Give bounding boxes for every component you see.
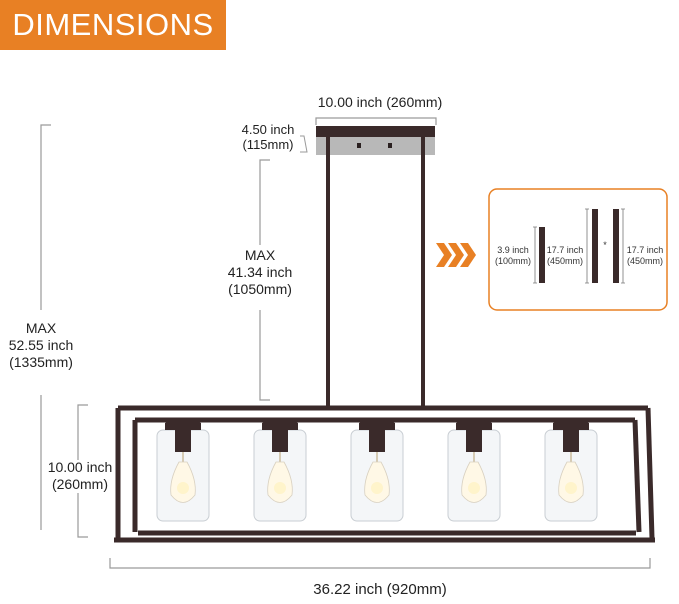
lamp [544,419,598,522]
inset-rod-2-inch: 17.7 inch [546,245,584,255]
canopy-height-label: 4.50 inch (115mm) [228,122,308,152]
total-height-dimension-line [40,124,51,530]
frame-height-label: 10.00 inch (260mm) [42,459,118,493]
lamp [156,419,210,522]
rod-length-max: MAX [244,247,276,263]
inset-rod-1-inch: 3.9 inch [497,245,529,255]
banner-title: DIMENSIONS [12,7,214,42]
rod-inset-box [488,188,668,311]
inset-rod-3-mm: (450mm) [626,256,663,266]
rod-length-inch: 41.34 inch [227,264,293,280]
frame-width-label: 36.22 inch (920mm) [313,581,447,598]
canopy-height-mm: (115mm) [242,137,294,152]
inset-rod-3-label: 17.7 inch (450mm) [625,245,665,267]
inset-rod-1-mm: (100mm) [494,256,531,266]
rod-length-line [259,159,270,401]
lamp [447,419,501,522]
canopy-width-line [315,117,437,125]
frame-height-inch: 10.00 inch [47,459,113,475]
rod-right [421,137,425,409]
inset-rods [533,208,625,284]
inset-rod-3-inch: 17.7 inch [626,245,664,255]
canopy-height-inch: 4.50 inch [241,122,295,137]
canopy [316,126,435,155]
lamp [350,419,404,522]
total-height-max: MAX [25,320,57,336]
rod-length-label: MAX 41.34 inch (1050mm) [215,247,305,298]
total-height-mm: (1335mm) [9,354,73,370]
total-height-inch: 52.55 inch [8,337,74,353]
lamp [253,419,307,522]
inset-rod-2-mm: (450mm) [546,256,583,266]
inset-separator: * [603,240,607,250]
frame-width-line [109,558,651,569]
dimensions-banner: DIMENSIONS [0,0,226,50]
frame-height-line [77,404,88,538]
canopy-width-label: 10.00 inch (260mm) [317,94,443,110]
inset-rod-2-label: 17.7 inch (450mm) [545,245,585,267]
rod-left [326,137,330,409]
lamps [156,419,598,522]
rod-length-mm: (1050mm) [228,281,292,297]
inset-rod-1-label: 3.9 inch (100mm) [494,245,532,267]
total-height-label: MAX 52.55 inch (1335mm) [2,320,80,371]
frame-height-mm: (260mm) [51,476,108,492]
triple-chevron-right-icon [436,243,476,267]
